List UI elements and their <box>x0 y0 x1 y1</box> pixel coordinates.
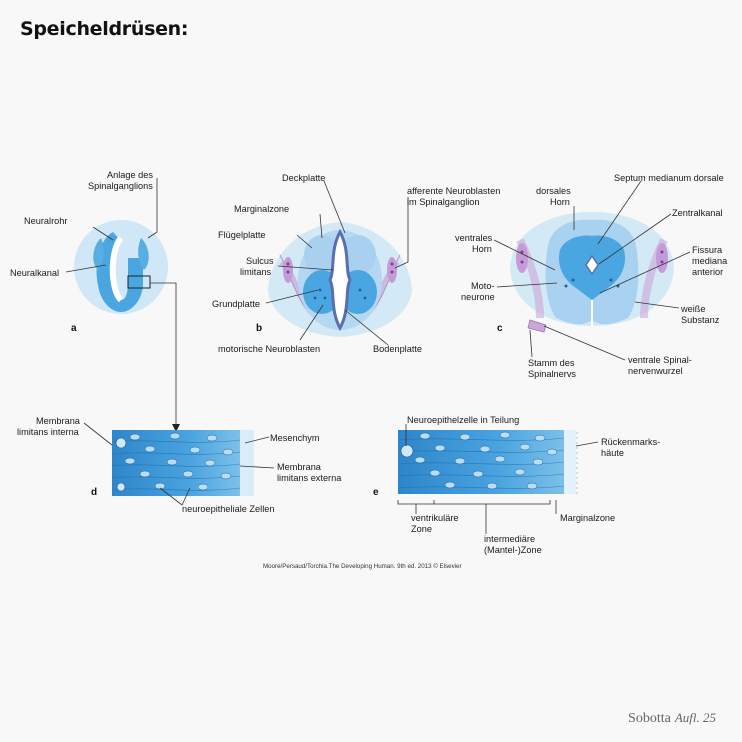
label-ventrales-line2: Horn <box>472 244 492 254</box>
label-bodenplatte: Bodenplatte <box>373 344 422 354</box>
label-afferente-line2: im Spinalganglion <box>407 197 480 207</box>
label-zentralkanal: Zentralkanal <box>672 208 723 218</box>
label-stamm-line2: Spinalnervs <box>528 369 576 379</box>
label-fluegelplatte: Flügelplatte <box>218 230 266 240</box>
label-fissura-line1: Fissura <box>692 245 723 255</box>
label-membrana-ext-line2: limitans externa <box>277 473 342 483</box>
panel-d-diagram <box>83 422 275 506</box>
label-ventrale-line1: ventrale Spinal- <box>628 355 692 365</box>
label-membrana-int-line2: limitans interna <box>17 427 80 437</box>
label-moto-line2: neurone <box>461 292 495 302</box>
label-anlage-line2: Spinalganglions <box>88 181 153 191</box>
label-anlage-line1: Anlage des <box>107 170 153 180</box>
label-weisse-line1: weiße <box>680 304 706 314</box>
label-sulcus-line2: limitans <box>240 267 272 277</box>
label-fissura-line3: anterior <box>692 267 723 277</box>
label-neuroepitheliale: neuroepitheliale Zellen <box>182 504 274 514</box>
label-ventrikulaere-line1: ventrikuläre <box>411 513 459 523</box>
label-mesenchym: Mesenchym <box>270 433 320 443</box>
label-grundplatte: Grundplatte <box>212 299 260 309</box>
label-afferente-line1: afferente Neuroblasten <box>407 186 500 196</box>
label-neuralkanal: Neuralkanal <box>10 268 59 278</box>
panel-letter-d: d <box>91 487 97 498</box>
label-ventrikulaere-line2: Zone <box>411 524 432 534</box>
label-deckplatte: Deckplatte <box>282 173 325 183</box>
footer-brand-name: Sobotta <box>628 711 671 726</box>
page-title: Speicheldrüsen: <box>20 18 189 40</box>
panel-a-diagram <box>65 178 180 432</box>
panel-letter-a: a <box>71 323 77 334</box>
label-neuralrohr: Neuralrohr <box>24 216 67 226</box>
label-moto-line1: Moto- <box>471 281 495 291</box>
panel-letter-e: e <box>373 487 379 498</box>
label-membrana-int-line1: Membrana <box>36 416 81 426</box>
panel-b-diagram <box>265 180 412 346</box>
label-rueckenmarks-line1: Rückenmarks- <box>601 437 660 447</box>
panel-c-diagram <box>493 180 691 361</box>
label-dorsales-line2: Horn <box>550 197 570 207</box>
label-sulcus-line1: Sulcus <box>246 256 274 266</box>
label-intermediaere-line1: intermediäre <box>484 534 535 544</box>
label-septum: Septum medianum dorsale <box>614 173 724 183</box>
panel-letter-c: c <box>497 323 503 334</box>
label-intermediaere-line2: (Mantel-)Zone <box>484 545 542 555</box>
label-fissura-line2: mediana <box>692 256 728 266</box>
label-neuroepithelzelle: Neuroepithelzelle in Teilung <box>407 415 519 425</box>
label-ventrales-line1: ventrales <box>455 233 493 243</box>
label-weisse-line2: Substanz <box>681 315 720 325</box>
figure-credit: Moore/Persaud/Torchia.The Developing Hum… <box>263 563 462 570</box>
label-membrana-ext-line1: Membrana <box>277 462 322 472</box>
label-stamm-line1: Stamm des <box>528 358 575 368</box>
label-motorische: motorische Neuroblasten <box>218 344 320 354</box>
label-ventrale-line2: nervenwurzel <box>628 366 683 376</box>
label-marginalzone-e: Marginalzone <box>560 513 615 523</box>
panel-letter-b: b <box>256 323 262 334</box>
label-marginalzone-b: Marginalzone <box>234 204 289 214</box>
label-rueckenmarks-line2: häute <box>601 448 624 458</box>
label-dorsales-line1: dorsales <box>536 186 571 196</box>
footer-edition: Aufl. 25 <box>674 710 716 725</box>
panel-e-diagram <box>397 424 599 534</box>
